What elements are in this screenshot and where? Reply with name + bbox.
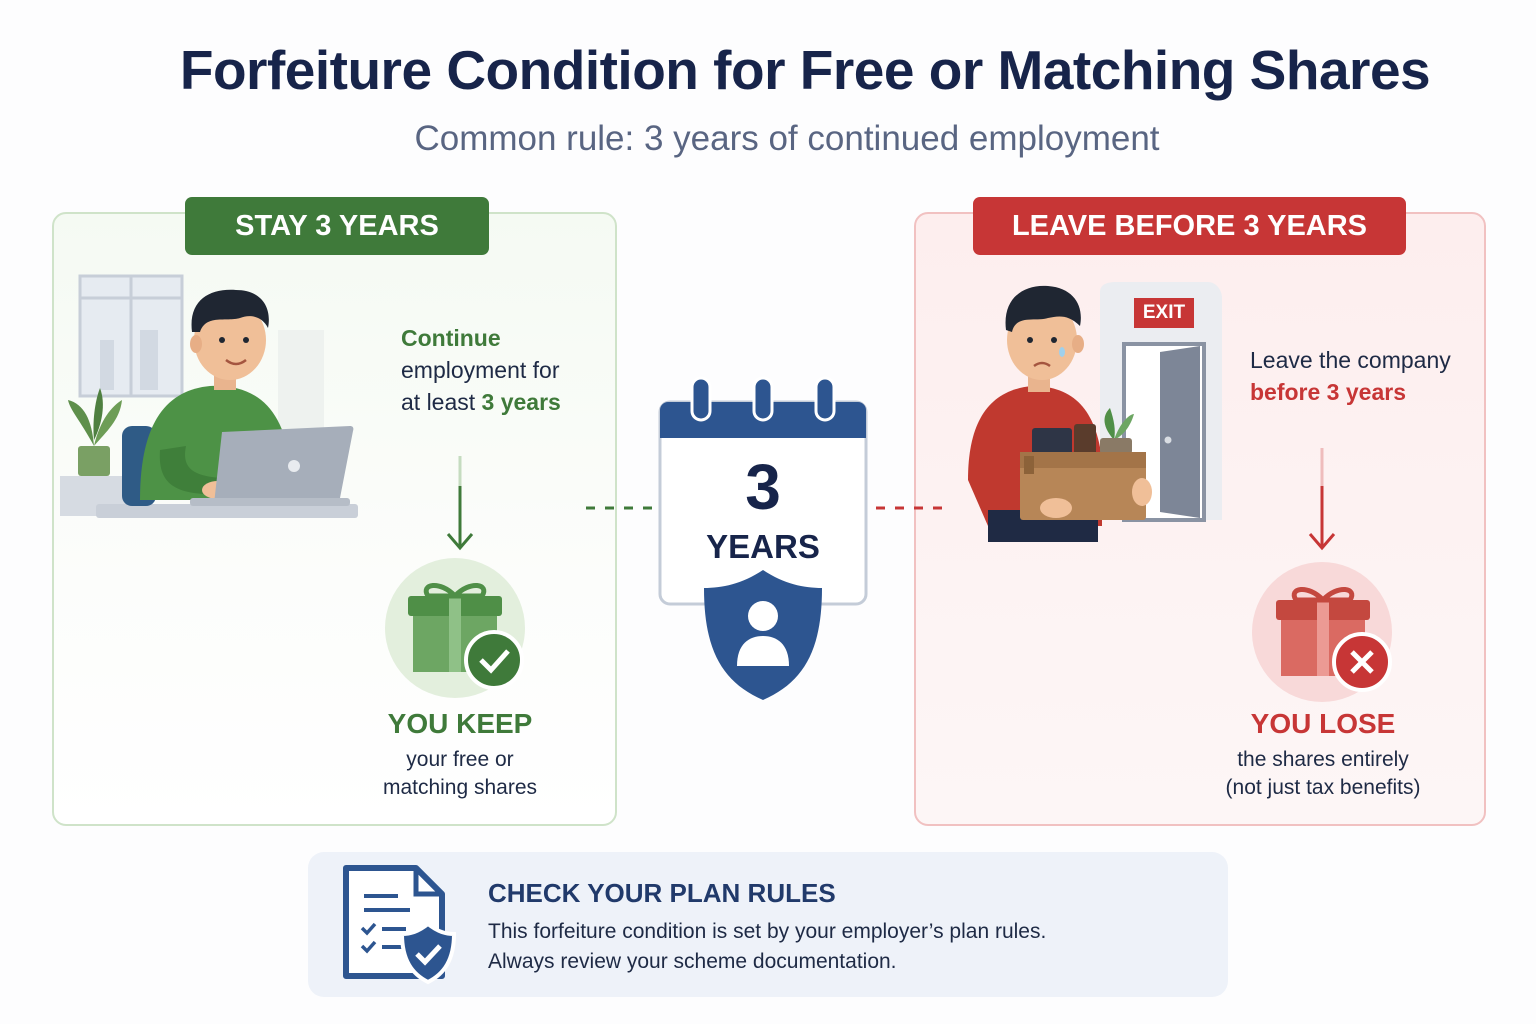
calendar-icon <box>658 376 868 606</box>
leave-desc-line1: Leave the company <box>1250 347 1451 373</box>
calendar-label: YEARS <box>706 528 820 565</box>
stay-desc-line2: employment for <box>401 357 560 383</box>
stay-badge: STAY 3 YEARS <box>185 197 489 255</box>
keep-title: YOU KEEP <box>387 708 533 739</box>
note-title: CHECK YOUR PLAN RULES <box>488 878 836 908</box>
stay-desc-years: 3 years <box>481 389 561 415</box>
stay-description: Continue employment for at least 3 years <box>401 322 601 418</box>
stay-desc-line3: at least 3 years <box>401 386 601 418</box>
stay-desc-prefix: at least <box>401 389 476 415</box>
document-shield-icon <box>343 865 457 985</box>
leave-desc-highlight: before 3 years <box>1250 379 1406 405</box>
page-title: Forfeiture Condition for Free or Matchin… <box>179 39 1431 101</box>
exit-sign: EXIT <box>1134 298 1194 328</box>
leave-badge: LEAVE BEFORE 3 YEARS <box>973 197 1406 255</box>
page-subtitle: Common rule: 3 years of continued employ… <box>414 119 1160 158</box>
note-line2: Always review your scheme documentation. <box>488 950 897 973</box>
plan-rules-note <box>308 852 1228 997</box>
keep-text: your free or matching shares <box>340 746 580 802</box>
gift-x-icon <box>1252 562 1392 702</box>
employee-at-laptop-illustration <box>60 274 358 518</box>
lose-text: the shares entirely (not just tax benefi… <box>1190 746 1456 802</box>
calendar-number: 3 <box>745 451 781 523</box>
lose-title: YOU LOSE <box>1250 708 1396 739</box>
keep-text-line1: your free or <box>406 748 514 771</box>
employee-leaving-illustration <box>968 282 1222 542</box>
note-line1: This forfeiture condition is set by your… <box>488 920 1047 943</box>
stay-desc-highlight: Continue <box>401 325 501 351</box>
lose-text-line2: (not just tax benefits) <box>1225 776 1421 799</box>
gift-check-icon <box>385 558 525 698</box>
lose-text-line1: the shares entirely <box>1237 748 1409 771</box>
leave-description: Leave the company before 3 years <box>1250 344 1480 408</box>
shield-user-icon <box>704 570 822 700</box>
keep-text-line2: matching shares <box>382 776 538 799</box>
